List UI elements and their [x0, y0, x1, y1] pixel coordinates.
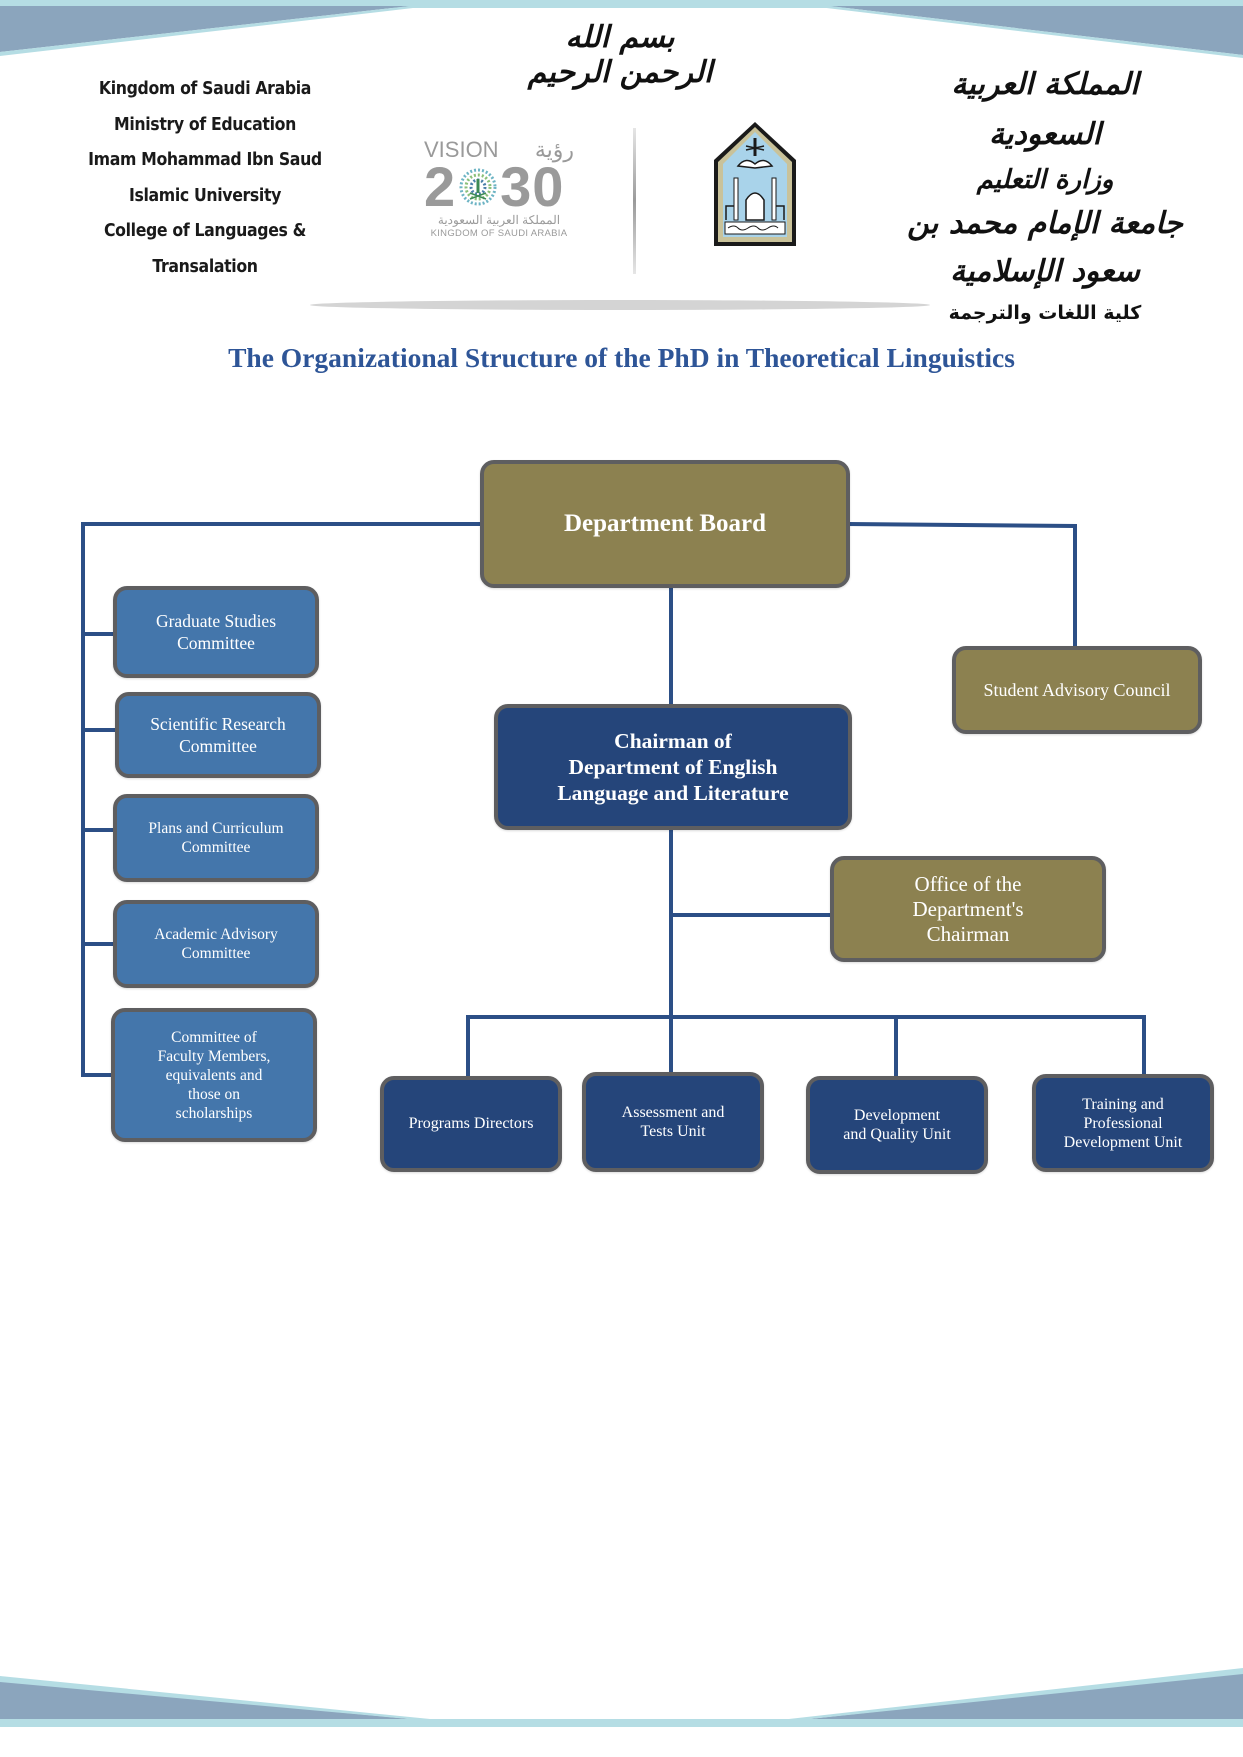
- institution-name-arabic: المملكة العربية السعودية وزارة التعليم ج…: [900, 60, 1190, 330]
- vision-word-en: VISION: [424, 137, 499, 162]
- node-unit-development-quality: Development and Quality Unit: [806, 1076, 988, 1174]
- node-committee-academic-advisory: Academic Advisory Committee: [113, 900, 319, 988]
- node-unit-programs-directors: Programs Directors: [380, 1076, 562, 1172]
- header-separator-shadow: [310, 298, 930, 312]
- header-line-ministry: Ministry of Education: [114, 114, 296, 135]
- header-line-college: College of Languages & Transalation: [103, 221, 307, 277]
- arabic-line-college: كلية اللغات والترجمة: [948, 302, 1142, 324]
- arabic-line-ministry: وزارة التعليم: [976, 165, 1114, 195]
- vision-word-ar: رؤية: [534, 137, 574, 162]
- header-line-university-2: Islamic University: [128, 185, 282, 206]
- arabic-line-university: جامعة الإمام محمد بن سعود الإسلامية: [907, 206, 1184, 289]
- header-line-country: Kingdom of Saudi Arabia: [98, 79, 312, 99]
- node-student-advisory-council: Student Advisory Council: [952, 646, 1202, 734]
- node-committee-faculty-members: Committee of Faculty Members, equivalent…: [111, 1008, 317, 1142]
- node-committee-graduate-studies: Graduate Studies Committee: [113, 586, 319, 678]
- node-office-of-chairman: Office of the Department's Chairman: [830, 856, 1106, 962]
- page-title: The Organizational Structure of the PhD …: [228, 342, 1015, 373]
- vision-year-left: 2: [424, 155, 457, 218]
- node-committee-scientific-research: Scientific Research Committee: [115, 692, 321, 778]
- node-chairman: Chairman of Department of English Langua…: [494, 704, 852, 830]
- connector-board-to-council: [845, 521, 1077, 650]
- node-unit-assessment-tests: Assessment and Tests Unit: [582, 1072, 764, 1172]
- connector-board-to-committees: [81, 522, 486, 1077]
- bottom-decorative-band: [0, 1660, 1243, 1730]
- header-divider: [633, 128, 636, 274]
- institution-name-english: Kingdom of Saudi Arabia Ministry of Educ…: [40, 72, 370, 277]
- node-department-board: Department Board: [480, 460, 850, 588]
- vision-country-en: KINGDOM OF SAUDI ARABIA: [430, 228, 568, 239]
- header-line-university-1: Imam Mohammad Ibn Saud: [88, 150, 322, 170]
- top-decorative-band: [0, 0, 1243, 60]
- vision-2030-logo: VISION رؤية 2 30 المملكة العربية السعودي…: [424, 138, 574, 240]
- node-unit-training-professional-development: Training and Professional Development Un…: [1032, 1074, 1214, 1172]
- arabic-line-country: المملكة العربية السعودية: [951, 67, 1139, 152]
- basmala-calligraphy: بسم الله الرحمن الرحيم: [527, 20, 713, 90]
- vision-country-ar: المملكة العربية السعودية: [437, 213, 561, 227]
- university-emblem-icon: [712, 120, 798, 248]
- node-committee-plans-curriculum: Plans and Curriculum Committee: [113, 794, 319, 882]
- vision-year-right: 30: [500, 155, 565, 218]
- vision-star-emblem-icon: [458, 165, 498, 209]
